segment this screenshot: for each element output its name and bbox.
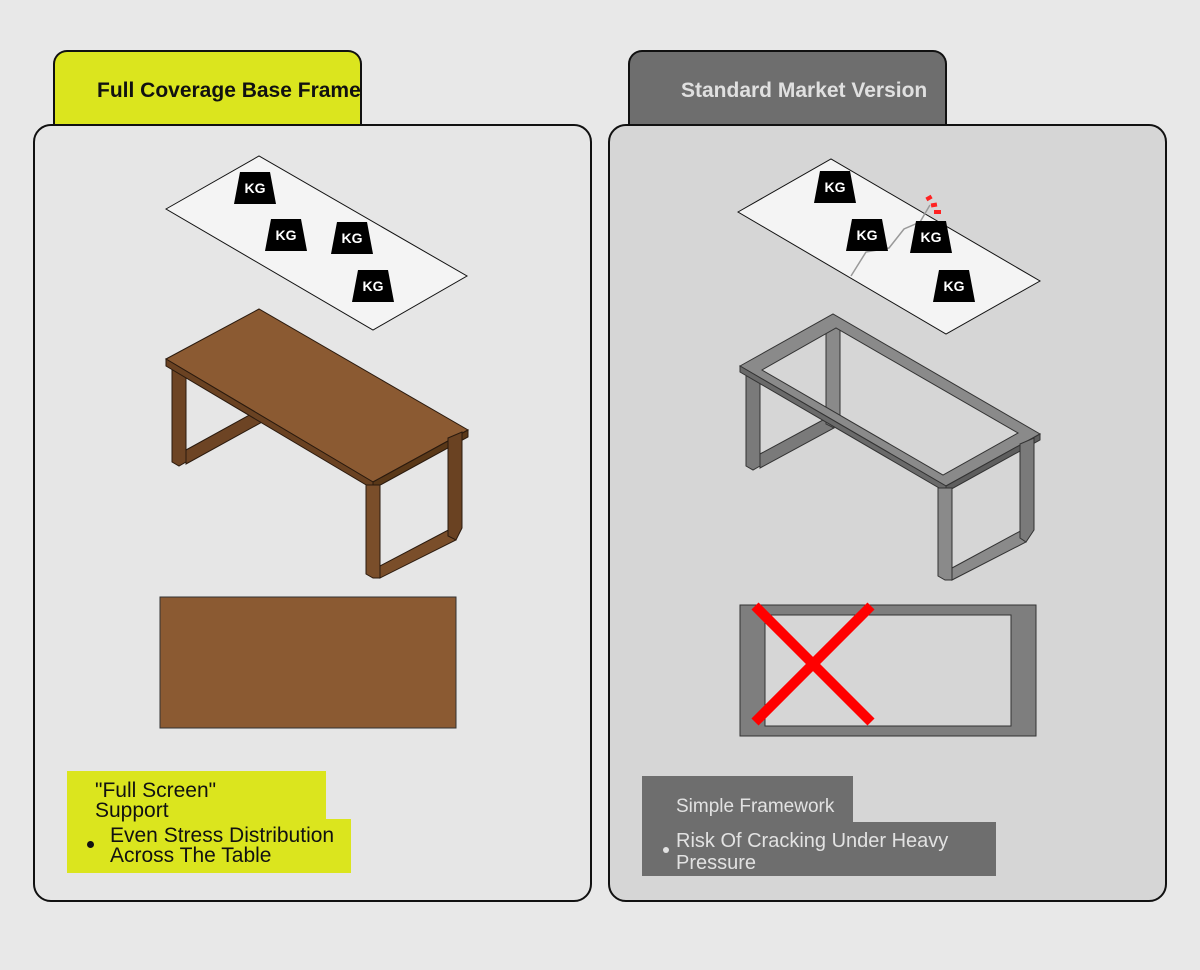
hollow-frame-plate	[739, 604, 1037, 737]
svg-text:KG: KG	[342, 230, 363, 246]
note-highlight	[642, 822, 996, 876]
cracking-risk-bullet: Risk Of Cracking Under Heavy Pressure	[676, 830, 948, 874]
tab-standard-market-label: Standard Market Version	[681, 79, 928, 102]
svg-text:KG: KG	[944, 278, 965, 294]
svg-text:KG: KG	[363, 278, 384, 294]
even-stress-bullet: Even Stress Distribution Across The Tabl…	[110, 824, 335, 867]
note-highlight	[67, 819, 351, 873]
svg-text:KG: KG	[921, 229, 942, 245]
weight-icon: KG	[846, 219, 888, 251]
weight-icon: KG	[910, 221, 952, 253]
weight-icon: KG	[265, 219, 307, 251]
bullet-line: Even Stress Distribution	[110, 824, 335, 847]
bullet-line: Risk Of Cracking Under Heavy	[676, 830, 949, 852]
reject-cross-icon	[751, 602, 875, 726]
crack-alert-icon	[925, 194, 941, 214]
wooden-table	[164, 308, 470, 579]
weight-icon: KG	[234, 172, 276, 204]
weight-icon: KG	[933, 270, 975, 302]
glass-top-right	[737, 158, 1042, 335]
bullet-line: Across The Table	[110, 844, 272, 867]
full-coverage-illustration: KG KG KG KG	[159, 155, 470, 729]
weight-icon: KG	[331, 222, 373, 254]
bullet-dot	[663, 847, 669, 853]
weight-icon: KG	[814, 171, 856, 203]
note-title-line: Support	[95, 799, 169, 822]
svg-text:KG: KG	[245, 180, 266, 196]
svg-text:KG: KG	[857, 227, 878, 243]
svg-text:KG: KG	[276, 227, 297, 243]
crack-line	[850, 204, 931, 277]
full-screen-support-title: "Full Screen" Support	[95, 779, 217, 822]
note-title-line: "Full Screen"	[95, 779, 217, 802]
bullet-line: Pressure	[676, 852, 757, 874]
full-coverage-plate	[159, 596, 457, 729]
svg-text:KG: KG	[825, 179, 846, 195]
note-highlight	[642, 776, 853, 824]
tab-full-coverage: Full Coverage Base Frame	[53, 50, 362, 130]
metal-frame	[738, 313, 1042, 581]
tab-full-coverage-label: Full Coverage Base Frame	[97, 79, 361, 102]
simple-framework-title: Simple Framework	[676, 796, 835, 817]
note-highlight	[67, 771, 326, 819]
bullet-dot	[87, 841, 94, 848]
weight-icon: KG	[352, 270, 394, 302]
tab-standard-market: Standard Market Version	[628, 50, 947, 130]
